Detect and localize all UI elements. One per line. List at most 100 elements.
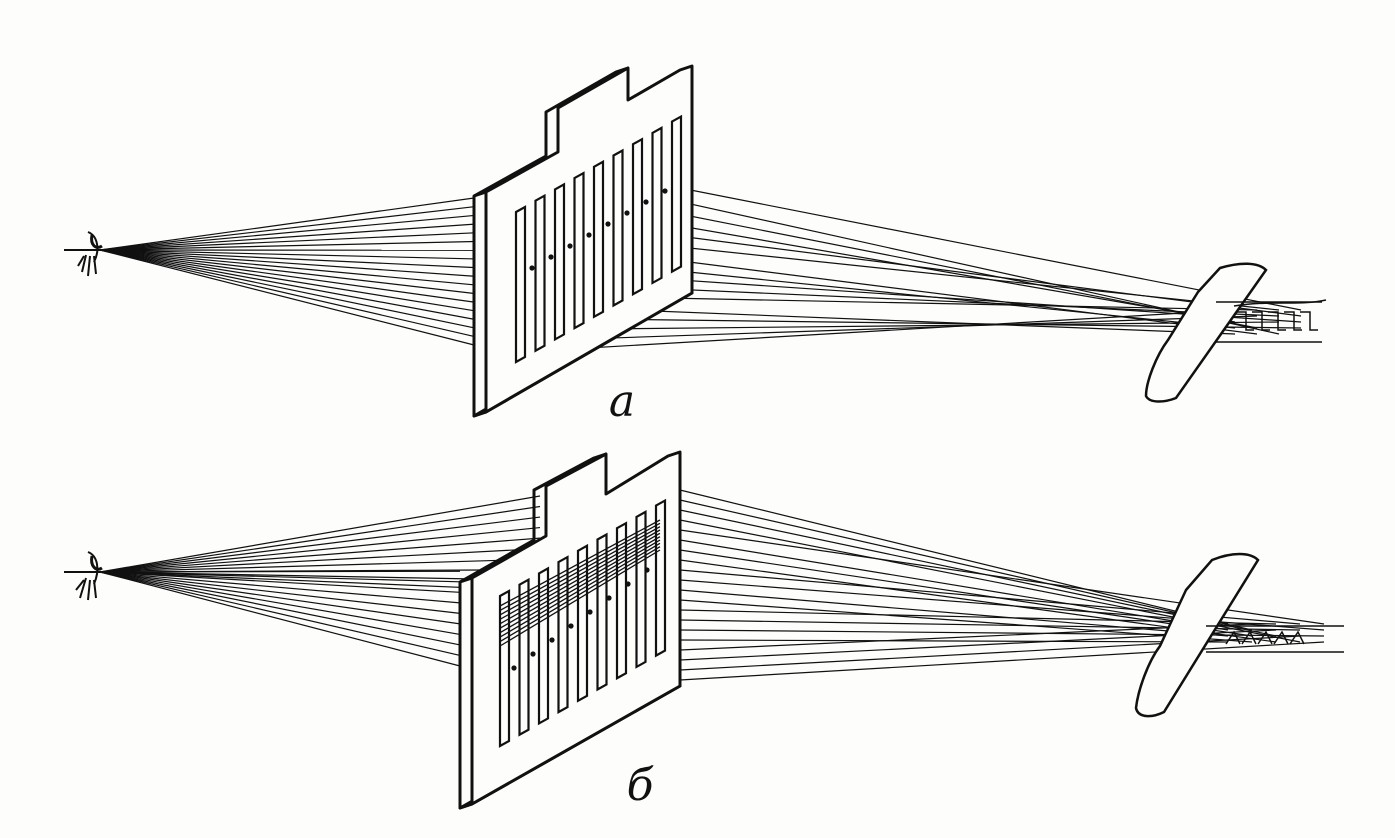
panel-b-crossing-threads xyxy=(499,519,661,647)
panel-a-thread xyxy=(99,249,479,347)
panel-a-thread xyxy=(99,249,477,277)
panel-a-thread xyxy=(99,249,477,304)
panel-a-slot xyxy=(612,148,624,308)
panel-a-thread xyxy=(650,194,1280,335)
panel-a-thread xyxy=(557,306,1236,335)
panel-a-thread xyxy=(99,249,476,260)
panel-a-thread xyxy=(529,315,1258,342)
panel-a-thread xyxy=(99,197,475,251)
panel-b-thread xyxy=(99,571,461,625)
panel-a-thread xyxy=(99,249,478,338)
panel-a-thread xyxy=(631,217,1236,323)
panel-b-slot xyxy=(537,566,550,726)
panel-a-slots xyxy=(514,114,683,364)
panel-b-crossing-thread xyxy=(499,526,661,616)
panel-a-thread xyxy=(622,228,1302,317)
panel-b-crossing-thread xyxy=(499,532,661,625)
panel-b-slot xyxy=(498,589,511,748)
panel-b-shuttle xyxy=(1134,552,1260,718)
panel-b-crossing-thread xyxy=(499,539,661,634)
panel-a-thread xyxy=(519,309,1236,353)
panel-b-thread xyxy=(679,629,1325,637)
panel-b-thread xyxy=(99,571,461,614)
panel-b-heddle-eye xyxy=(568,623,574,629)
panel-a-slot xyxy=(651,126,663,285)
panel-a-threads-left xyxy=(99,197,479,347)
panel-a-thread xyxy=(99,249,476,269)
panel-b-heddle-eye xyxy=(606,595,612,601)
panel-b-heddle-eye xyxy=(530,651,536,657)
panel-b-thread xyxy=(99,516,541,573)
panel-a-band-weft xyxy=(1236,311,1254,331)
panel-b-thread xyxy=(99,526,541,573)
panel-b-thread xyxy=(99,571,461,604)
panel-b-band-edge xyxy=(1206,625,1344,653)
panel-b-thread xyxy=(679,641,1325,681)
panel-a: а xyxy=(64,64,1327,427)
panel-b-crossing-thread xyxy=(499,549,661,647)
panel-b-crossing-thread xyxy=(499,542,661,638)
panel-a-heddle-eye xyxy=(567,243,573,249)
panel-b-thread xyxy=(99,537,541,573)
panel-a-thread xyxy=(99,249,477,295)
panel-a-thread xyxy=(641,205,1258,329)
panel-a-heddle-eye xyxy=(548,254,554,260)
panel-b: б xyxy=(64,450,1344,811)
panel-b-comb-board xyxy=(458,450,682,810)
panel-b-thread xyxy=(99,505,541,573)
panel-b-slot xyxy=(518,577,530,737)
panel-b-thread xyxy=(99,571,461,636)
panel-b-band-weft xyxy=(1241,630,1257,645)
panel-a-thread xyxy=(99,240,476,251)
panel-b-thread xyxy=(679,639,1229,643)
panel-a-thread xyxy=(594,261,1236,329)
panel-a-thread xyxy=(99,214,475,251)
panel-a-thread xyxy=(99,249,477,286)
panel-b-thread xyxy=(679,499,1253,631)
panel-b-thread xyxy=(679,489,1229,625)
panel-a-thread xyxy=(99,206,475,251)
panel-b-band-weft xyxy=(1273,630,1289,645)
panel-b-slot xyxy=(654,498,667,658)
panel-a-thread xyxy=(538,321,1280,331)
panel-b-threads-left xyxy=(99,495,541,667)
panel-a-slot xyxy=(592,159,605,319)
panel-b-thread xyxy=(99,558,541,573)
panel-b-woven-band xyxy=(1206,625,1344,653)
panel-a-heddle-eye xyxy=(662,188,668,194)
panel-b-crossing-thread xyxy=(499,546,661,643)
panel-b-heddle-eye xyxy=(549,637,555,643)
panel-a-thread xyxy=(99,249,478,312)
panel-a-heddle-eye xyxy=(643,199,649,205)
panel-a-slot xyxy=(670,114,683,274)
panel-b-thread xyxy=(99,571,461,593)
panel-b-label: б xyxy=(627,760,654,811)
panel-a-thread xyxy=(603,250,1258,335)
panel-a-band-weft xyxy=(1284,311,1302,331)
panel-a-heddle-eye xyxy=(586,232,592,238)
panel-a-thread xyxy=(659,183,1302,311)
panel-b-thread xyxy=(99,569,541,573)
panel-b-heddle-eye xyxy=(644,567,650,573)
panel-b-crossing-thread xyxy=(499,519,661,607)
panel-b-slot xyxy=(576,543,589,703)
panel-b-slot xyxy=(557,555,569,714)
panel-a-slot xyxy=(573,171,585,330)
panel-a-band-weft xyxy=(1233,299,1327,307)
panel-a-band-weft xyxy=(1268,311,1286,331)
panel-a-heddle-eye xyxy=(624,210,630,216)
panel-b-slots xyxy=(498,498,667,748)
panel-b-slot xyxy=(615,521,628,681)
panel-b-thread xyxy=(679,549,1253,637)
panel-a-slot xyxy=(514,205,527,364)
panel-b-slot xyxy=(596,532,608,692)
panel-a-thread xyxy=(99,249,478,330)
panel-b-band-weft xyxy=(1225,630,1241,645)
panel-b-crossing-thread xyxy=(499,536,661,629)
panel-a-comb-board xyxy=(472,64,694,418)
panel-a-heddle-eye xyxy=(605,221,611,227)
panel-a-thread xyxy=(99,232,475,251)
panel-b-thread xyxy=(99,495,541,573)
panel-a-woven-band xyxy=(1216,299,1327,343)
